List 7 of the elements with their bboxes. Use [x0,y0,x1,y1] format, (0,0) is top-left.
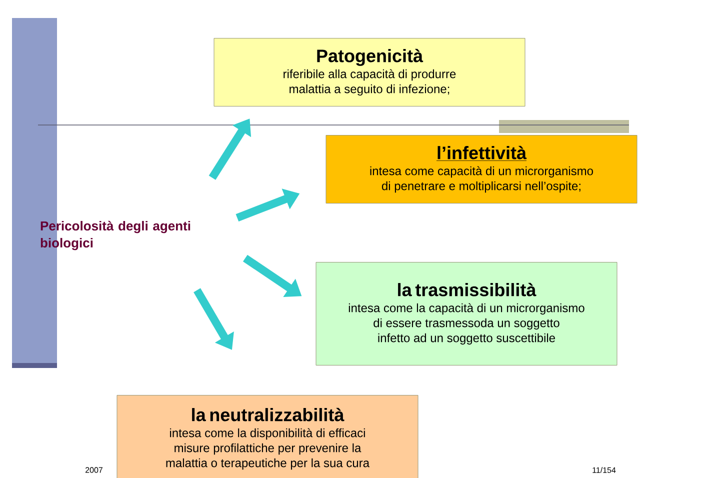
footer-text: 2007 [86,467,102,473]
concept-box: l’infettività intesa come capacità di un microrganismo di penetrare e moltiplicarsi nell’ospite; [326,135,638,204]
topic-text: Pericolosità degli agenti biologici [40,220,190,250]
footer-text: 11/154 [592,467,616,473]
concept-box: la neutralizzabilità intesa come la disponibilità di efficaci misure profilattiche per prevenire la malattia o terapeutiche per la sua cura [116,395,418,478]
concept-box: la trasmissibilità intesa come la capacità di un microrganismo di essere trasmessoda un soggetto infetto ad un soggetto suscettibile [316,262,618,366]
concept-box: Patogenicità riferibile alla capacità di produrre malattia a seguito di infezione; [214,38,526,106]
